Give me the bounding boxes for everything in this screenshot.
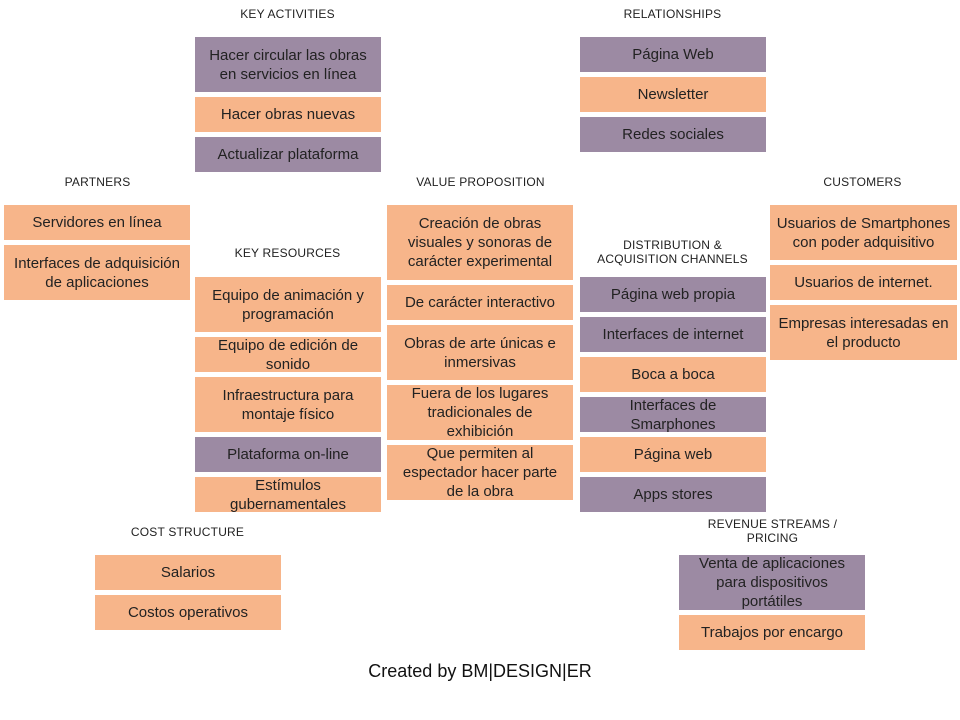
relationships-header: RELATIONSHIPS bbox=[623, 7, 722, 21]
distribution-item: Apps stores bbox=[580, 477, 766, 512]
value-proposition-item: Creación de obras visuales y sonoras de … bbox=[387, 205, 573, 280]
value-proposition-header: VALUE PROPOSITION bbox=[416, 175, 545, 189]
key-resources-header: KEY RESOURCES bbox=[234, 246, 341, 260]
relationship-item: Newsletter bbox=[580, 77, 766, 112]
distribution-item: Boca a boca bbox=[580, 357, 766, 392]
key-activity-item: Hacer obras nuevas bbox=[195, 97, 381, 132]
distribution-item: Interfaces de Smarphones bbox=[580, 397, 766, 432]
customer-item: Usuarios de Smartphones con poder adquis… bbox=[770, 205, 957, 260]
footer-credit: Created by BM|DESIGN|ER bbox=[368, 661, 592, 681]
key-resource-item: Equipo de edición de sonido bbox=[195, 337, 381, 372]
relationship-item: Página Web bbox=[580, 37, 766, 72]
cost-structure-item: Costos operativos bbox=[95, 595, 281, 630]
partner-item: Interfaces de adquisición de aplicacione… bbox=[4, 245, 190, 300]
distribution-item: Interfaces de internet bbox=[580, 317, 766, 352]
distribution-item: Página web propia bbox=[580, 277, 766, 312]
relationship-item: Redes sociales bbox=[580, 117, 766, 152]
key-resource-item: Estímulos gubernamentales bbox=[195, 477, 381, 512]
cost-structure-header: COST STRUCTURE bbox=[130, 525, 245, 539]
partner-item: Servidores en línea bbox=[4, 205, 190, 240]
value-proposition-item: Obras de arte únicas e inmersivas bbox=[387, 325, 573, 380]
customer-item: Usuarios de internet. bbox=[770, 265, 957, 300]
key-resource-item: Equipo de animación y programación bbox=[195, 277, 381, 332]
partners-header: PARTNERS bbox=[64, 175, 131, 189]
key-resource-item: Plataforma on-line bbox=[195, 437, 381, 472]
revenue-item: Venta de aplicaciones para dispositivos … bbox=[679, 555, 865, 610]
key-resource-item: Infraestructura para montaje físico bbox=[195, 377, 381, 432]
customers-header: CUSTOMERS bbox=[823, 175, 902, 189]
cost-structure-item: Salarios bbox=[95, 555, 281, 590]
revenue-item: Trabajos por encargo bbox=[679, 615, 865, 650]
value-proposition-item: De carácter interactivo bbox=[387, 285, 573, 320]
distribution-item: Página web bbox=[580, 437, 766, 472]
value-proposition-item: Fuera de los lugares tradicionales de ex… bbox=[387, 385, 573, 440]
key-activities-header: KEY ACTIVITIES bbox=[240, 7, 335, 21]
revenue-header: REVENUE STREAMS / PRICING bbox=[707, 517, 838, 545]
key-activity-item: Actualizar plataforma bbox=[195, 137, 381, 172]
value-proposition-item: Que permiten al espectador hacer parte d… bbox=[387, 445, 573, 500]
key-activity-item: Hacer circular las obras en servicios en… bbox=[195, 37, 381, 92]
customer-item: Empresas interesadas en el producto bbox=[770, 305, 957, 360]
distribution-header: DISTRIBUTION & ACQUISITION CHANNELS bbox=[597, 238, 748, 266]
